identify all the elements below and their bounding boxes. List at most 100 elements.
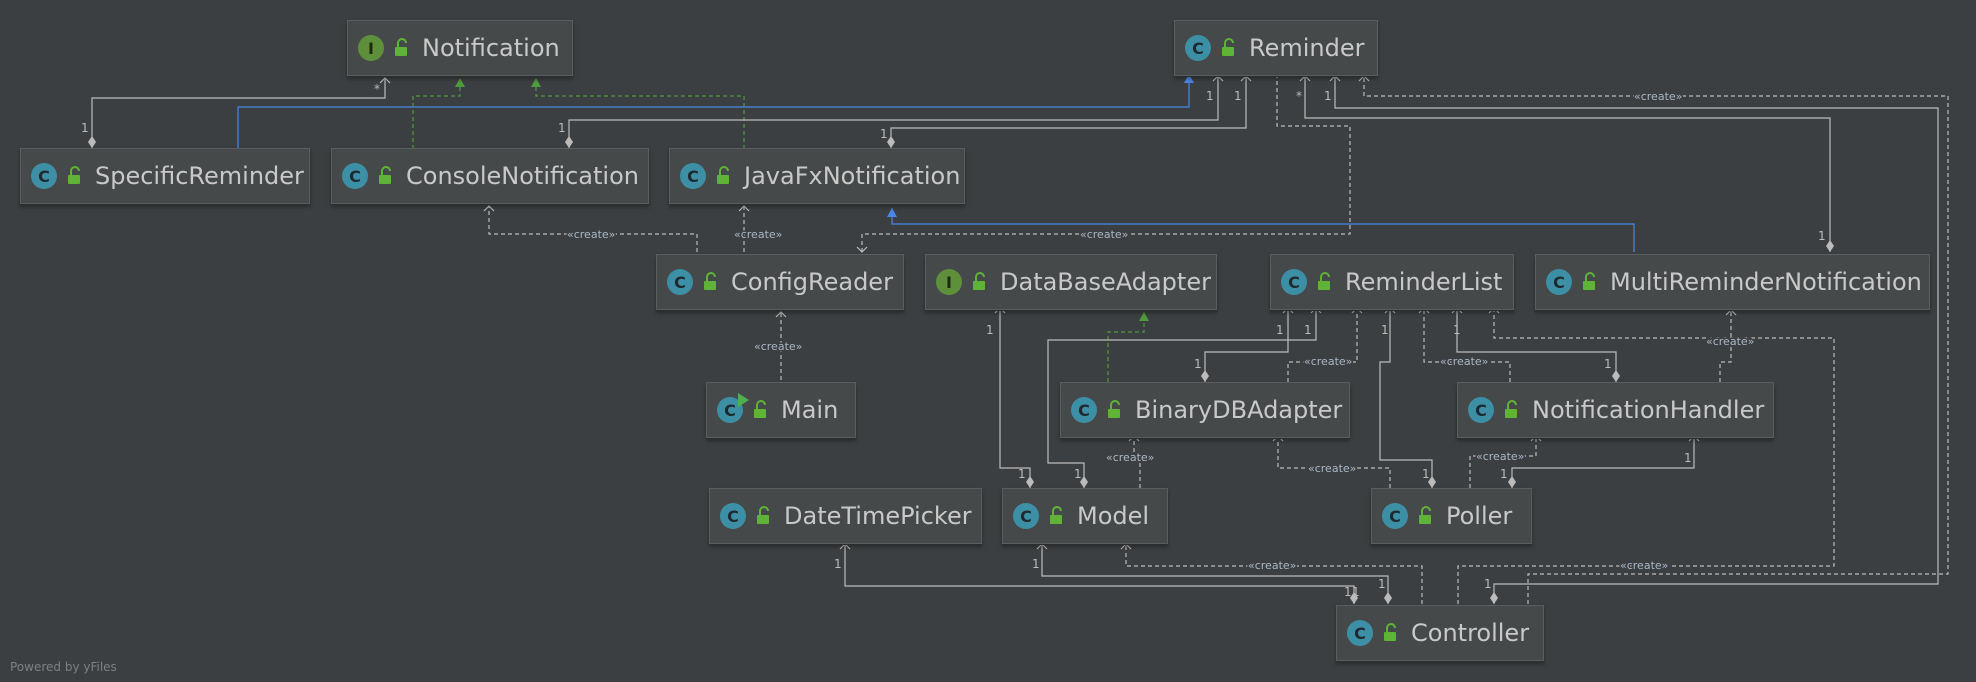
edge-console-reminder xyxy=(565,75,1224,148)
create-label-model-binarydb: «create» xyxy=(1106,451,1154,464)
mult-list-1a: 1 xyxy=(1276,323,1284,337)
node-config-reader[interactable]: C ConfigReader xyxy=(656,254,904,310)
class-name: BinaryDBAdapter xyxy=(1135,396,1343,424)
edge-binarydb-implements-databaseadapter xyxy=(1107,312,1149,382)
mult-reminder-star: * xyxy=(1296,89,1302,103)
mult-handler-1: 1 xyxy=(1604,357,1612,371)
edge-controller-create-reminder xyxy=(1358,75,1949,604)
node-controller[interactable]: C Controller xyxy=(1336,605,1544,661)
unlocked-icon xyxy=(1419,506,1431,524)
unlocked-icon xyxy=(395,38,407,56)
mult-multi-1: 1 xyxy=(1818,229,1826,243)
mult-controller-1d: 1 xyxy=(1484,577,1492,591)
unlocked-icon xyxy=(1108,400,1120,418)
unlocked-icon xyxy=(757,506,769,524)
create-label-controller-model: «create» xyxy=(1248,559,1296,572)
class-icon: C xyxy=(1546,269,1572,295)
edge-handler-reminderlist xyxy=(1451,307,1620,382)
unlocked-icon xyxy=(1222,38,1234,56)
mult-poller-1a: 1 xyxy=(1422,467,1430,481)
create-label-controller-reminder: «create» xyxy=(1634,90,1682,103)
unlocked-icon xyxy=(379,166,391,184)
unlocked-icon xyxy=(754,400,766,418)
interface-icon: I xyxy=(358,35,384,61)
node-notification-handler[interactable]: C NotificationHandler xyxy=(1457,382,1774,438)
mult-list-1d: 1 xyxy=(1453,323,1461,337)
node-binary-db-adapter[interactable]: C BinaryDBAdapter xyxy=(1060,382,1350,438)
class-icon: C xyxy=(342,163,368,189)
mult-poller-1b: 1 xyxy=(1500,467,1508,481)
class-icon: C xyxy=(1071,397,1097,423)
class-icon: C xyxy=(1185,35,1211,61)
class-name: Poller xyxy=(1446,502,1513,530)
run-icon xyxy=(738,393,749,407)
powered-by-footer: Powered by yFiles xyxy=(10,660,117,674)
edge-poller-reminderlist xyxy=(1379,307,1436,488)
create-label-poller-handler: «create» xyxy=(1476,450,1524,463)
edge-model-create-binarydb xyxy=(1128,435,1141,488)
mult-handler-1b: 1 xyxy=(1684,451,1692,465)
edge-model-reminderlist xyxy=(1047,307,1322,488)
mult-specific-1: 1 xyxy=(81,121,89,135)
mult-dbadapter-1: 1 xyxy=(986,323,994,337)
runnable-class-icon: C xyxy=(717,393,749,423)
class-icon: C xyxy=(1382,503,1408,529)
create-label-controller-list: «create» xyxy=(1620,559,1668,572)
mult-reminder-1a: 1 xyxy=(1206,89,1214,103)
class-icon: C xyxy=(680,163,706,189)
node-multi-reminder-notification[interactable]: C MultiReminderNotification xyxy=(1535,254,1930,310)
unlocked-icon xyxy=(1050,506,1062,524)
edge-controller-model xyxy=(1036,543,1392,604)
node-database-adapter[interactable]: I DataBaseAdapter xyxy=(925,254,1217,310)
edge-multi-extends-javafx xyxy=(887,208,1635,252)
node-date-time-picker[interactable]: C DateTimePicker xyxy=(709,488,982,544)
edge-poller-create-binarydb xyxy=(1272,435,1391,488)
node-model[interactable]: C Model xyxy=(1002,488,1168,544)
edge-configreader-create-console xyxy=(483,205,698,252)
mult-javafx-1: 1 xyxy=(880,127,888,141)
mult-reminder-1c: 1 xyxy=(1324,89,1332,103)
mult-controller-1a: 1 xyxy=(1344,585,1352,599)
class-name: DateTimePicker xyxy=(784,502,972,530)
node-reminder[interactable]: C Reminder xyxy=(1174,20,1378,76)
interface-icon: I xyxy=(936,269,962,295)
interface-name: DataBaseAdapter xyxy=(1000,268,1211,296)
create-label-config-javafx: «create» xyxy=(734,228,782,241)
create-label-handler-list: «create» xyxy=(1440,355,1488,368)
class-name: Controller xyxy=(1411,619,1530,647)
class-name: ConsoleNotification xyxy=(406,162,639,190)
edge-controller-create-reminderlist xyxy=(1457,307,1835,604)
class-icon: C xyxy=(31,163,57,189)
unlocked-icon xyxy=(1384,623,1396,641)
node-specific-reminder[interactable]: C SpecificReminder xyxy=(20,148,310,204)
node-javafx-notification[interactable]: C JavaFxNotification xyxy=(669,148,965,204)
create-label-handler-multi: «create» xyxy=(1706,335,1754,348)
node-console-notification[interactable]: C ConsoleNotification xyxy=(331,148,649,204)
edge-model-databaseadapter xyxy=(994,307,1034,488)
node-poller[interactable]: C Poller xyxy=(1371,488,1532,544)
class-name: NotificationHandler xyxy=(1532,396,1765,424)
edge-reminder-create-configreader xyxy=(856,74,1351,253)
node-main[interactable]: C Main xyxy=(706,382,856,438)
create-label-main-config: «create» xyxy=(754,340,802,353)
mult-reminder-1b: 1 xyxy=(1234,89,1242,103)
edge-binarydb-reminderlist xyxy=(1201,307,1294,382)
mult-controller-1c: 1 xyxy=(1378,577,1386,591)
mult-list-1b: 1 xyxy=(1304,323,1312,337)
class-icon: C xyxy=(720,503,746,529)
create-label-reminder-config: «create» xyxy=(1080,228,1128,241)
mult-dtp-1: 1 xyxy=(834,557,842,571)
mult-model-1c: 1 xyxy=(1032,557,1040,571)
node-notification[interactable]: I Notification xyxy=(347,20,573,76)
edge-controller-reminder xyxy=(1329,75,1939,604)
mult-notification-star: * xyxy=(374,82,380,96)
class-icon: C xyxy=(1013,503,1039,529)
mult-console-1: 1 xyxy=(558,121,566,135)
class-name: ConfigReader xyxy=(731,268,893,296)
class-name: Reminder xyxy=(1249,34,1365,62)
edge-handler-create-reminderlist xyxy=(1418,307,1511,382)
edge-controller-datetimepicker xyxy=(839,543,1358,604)
class-icon: C xyxy=(1347,620,1373,646)
node-reminder-list[interactable]: C ReminderList xyxy=(1270,254,1514,310)
